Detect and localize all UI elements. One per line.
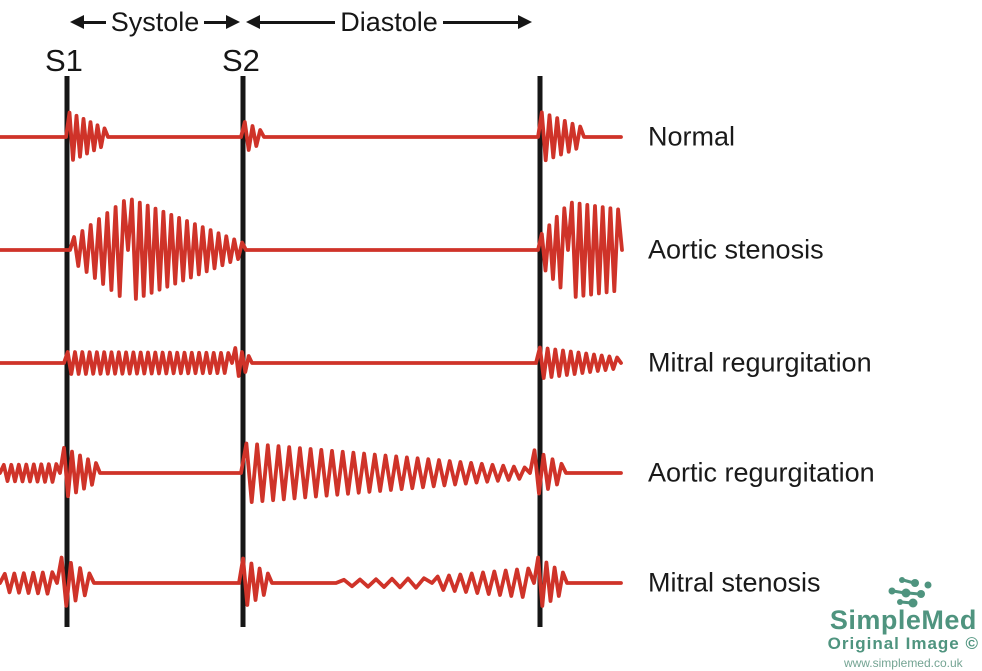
waveform-aortic-stenosis <box>0 197 624 301</box>
waveform-normal <box>0 110 623 163</box>
row-label-mitral-stenosis: Mitral stenosis <box>648 567 821 598</box>
waveform-mitral-stenosis <box>0 555 623 608</box>
diastole-label: Diastole <box>340 6 438 37</box>
simplemed-watermark: SimpleMed Original Image © www.simplemed… <box>828 574 979 670</box>
arrow-right-icon <box>518 15 533 29</box>
row-label-mitral-regurgitation: Mitral regurgitation <box>648 347 872 378</box>
simplemed-logo-icon <box>888 576 932 608</box>
diastole-phase-arrow: Diastole <box>246 6 533 37</box>
original-image-copyright: Original Image © <box>827 634 979 654</box>
s2-marker-label: S2 <box>222 43 260 78</box>
systole-phase-arrow: Systole <box>70 6 241 37</box>
row-label-aortic-regurgitation: Aortic regurgitation <box>648 457 875 488</box>
arrow-line <box>204 20 227 24</box>
arrow-left-icon <box>246 15 260 29</box>
arrow-line <box>84 20 106 24</box>
systole-label: Systole <box>110 6 200 37</box>
simplemed-url: www.simplemed.co.uk <box>843 655 963 670</box>
arrow-right-icon <box>226 15 241 29</box>
arrow-line <box>260 20 336 24</box>
arrow-line <box>442 20 519 24</box>
row-label-normal: Normal <box>648 121 736 152</box>
row-label-aortic-stenosis: Aortic stenosis <box>648 234 824 265</box>
s1-marker-label: S1 <box>45 43 83 78</box>
simplemed-brand-text: SimpleMed <box>829 604 977 635</box>
arrow-left-icon <box>70 15 84 29</box>
waveform-aortic-regurgitation <box>0 441 623 504</box>
waveform-mitral-regurgitation <box>0 345 623 380</box>
